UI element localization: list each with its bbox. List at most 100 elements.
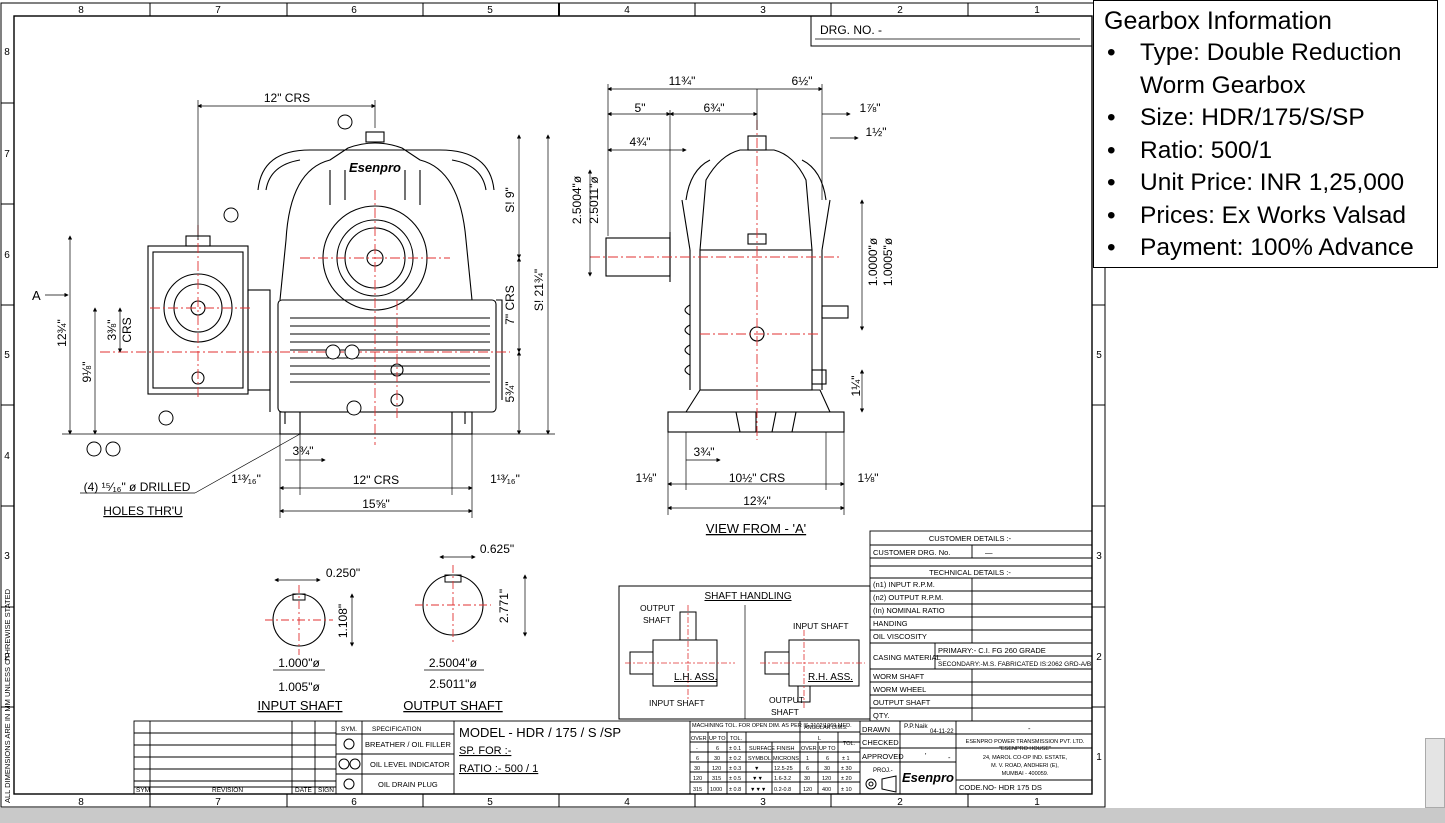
oil-level-symbol-icon [344,344,360,360]
ang-cell: 6 [826,756,829,762]
output-shaft-section: 0.625" 2.771" 2.5004"ø 2.5011"ø OUTPUT S… [403,542,528,713]
approved-mark: ' [925,751,927,760]
model-label: MODEL - HDR / 175 / S /SP [459,725,621,740]
front-view: Esenpro [32,91,555,518]
scrollbar-thumb[interactable] [1425,738,1445,808]
sf-cell: 0.2-0.8 [774,787,791,793]
dim-3-3-4-side: 3¾" [694,445,715,459]
spec-item: BREATHER / OIL FILLER [365,740,451,749]
output-shaft-key-width: 0.625" [480,542,514,556]
drg-no-label: DRG. NO. - [820,23,882,37]
sh-output-1: OUTPUT [640,603,675,613]
gearbox-info-box: Gearbox Information Type: Double Reducti… [1093,0,1438,268]
col-label: 6 [351,5,357,16]
row-label: 5 [1096,350,1102,361]
info-list: Type: Double Reduction Worm Gearbox Size… [1104,37,1429,265]
casing-secondary: SECONDARY:-M.S. FABRICATED IS:2062 GRD-A… [938,661,1091,668]
tol-cell: 315 [693,787,702,793]
col-label: 2 [897,5,903,16]
col-label: 1 [1034,5,1040,16]
ang-l: L [818,736,821,742]
proj-label: PROJ.- [873,768,893,774]
ang-cell: 30 [824,766,830,772]
spec-head: SPECIFICATION [372,726,422,733]
dim-1-1-8-right: 1⅛" [858,471,879,485]
tech-row: OIL VISCOSITY [873,632,927,641]
ang-cell: 1 [806,756,809,762]
tech-row: (n1) INPUT R.P.M. [873,580,935,589]
row-label: 8 [4,47,10,58]
dim-s21: S! 21¾" [532,269,546,311]
dim-10-1-2: 10½" CRS [729,471,785,485]
input-shaft-dia-1: 1.000"ø [278,656,320,670]
dim-s9: S! 9" [503,187,517,213]
row-label: 3 [1096,551,1102,562]
tol-head: TOL. [730,736,743,742]
info-item-prices: Prices: Ex Works Valsad [1107,200,1429,233]
output-shaft-key-height: 2.771" [497,589,511,623]
input-shaft-section: 0.250" 1.108" 1.000"ø 1.005"ø INPUT SHAF… [258,566,361,713]
sp-for-label: SP. FOR :- [459,745,512,757]
ang-cell: 6 [806,766,809,772]
info-item-ratio: Ratio: 500/1 [1107,135,1429,168]
dim-4-3-4: 4¾" [630,135,651,149]
sf-cell: ▼▼▼ [750,787,766,793]
dim-5-3-4: 5¾" [503,382,517,403]
sh-lh: L.H. ASS. [674,672,717,683]
dim-2-5011: 2.5011"ø [587,176,601,224]
breather-symbol-icon [343,738,355,750]
dim-1-1-8-left: 1⅛" [636,471,657,485]
breather-symbol-icon [337,114,353,130]
col-label: 6 [351,797,357,808]
input-shaft-key-height: 1.108" [336,604,350,638]
tol-cell: 315 [712,776,721,782]
ang-cell: 120 [803,787,812,793]
code-no: CODE.NO- HDR 175 DS [959,783,1042,792]
dim-12-3-4-side: 12¾" [743,494,771,508]
ang-cell: ± 1 [842,756,850,762]
col-label: 8 [78,5,84,16]
rev-date: DATE [295,787,313,794]
col-label: 8 [78,797,84,808]
col-label: 3 [760,797,766,808]
drawn-date: 04-11-22 [930,729,954,735]
customer-drg-value: — [985,548,993,557]
customer-drg-label: CUSTOMER DRG. No. [873,548,950,557]
shaft-handling-box: SHAFT HANDLING OUTPUT SHAFT L.H. ASS. IN… [618,585,871,720]
shaft-handling-title: SHAFT HANDLING [704,591,791,602]
tech-row: WORM WHEEL [873,685,926,694]
sym-head: SYM. [341,726,357,733]
casing-label: CASING MATERIAL [873,653,941,662]
side-view: 11¾" 6½" 5" 6¾" 4¾" 1⅞" 1½" 2.5004"ø 2.5… [570,74,895,536]
dimension-note: ALL DIMENSIONS ARE IN MM UNLESS OTHREWIS… [3,588,12,803]
sf-head: MICRONS [773,756,799,762]
drain-symbol-icon [343,778,355,790]
sh-rh: R.H. ASS. [808,672,853,683]
col-label: 1 [1034,797,1040,808]
tol-cell: 120 [712,766,721,772]
tol-cell: ± 0.3 [729,766,741,772]
drawn-by: P.P.Naik [904,723,928,730]
ang-head: UP TO [819,746,836,752]
company-line: "ESENPRO HOUSE" [999,746,1051,752]
oil-level-symbol-icon [325,344,341,360]
rev-revision: REVISION [212,787,243,794]
col-label: 3 [760,5,766,16]
sf-title: SURFACE FINISH [749,746,795,752]
col-label: 7 [215,797,221,808]
col-label: 4 [624,797,630,808]
customer-title: CUSTOMER DETAILS :- [929,534,1012,543]
oil-level-symbol-icon [349,758,361,770]
title-dash: - [1028,724,1031,733]
info-item-size: Size: HDR/175/S/SP [1107,102,1429,135]
tol-cell: 30 [694,766,700,772]
row-label: 2 [1096,652,1102,663]
ang-cell: 120 [822,776,831,782]
sh-input-1: INPUT SHAFT [649,698,705,708]
output-shaft-dia-1: 2.5004"ø [429,656,478,670]
drg-no-box: DRG. NO. - [810,15,1093,47]
dim-7crs: 7" CRS [503,285,517,325]
rev-sign: SIGN [318,787,334,794]
input-shaft-dia-2: 1.005"ø [278,680,320,694]
